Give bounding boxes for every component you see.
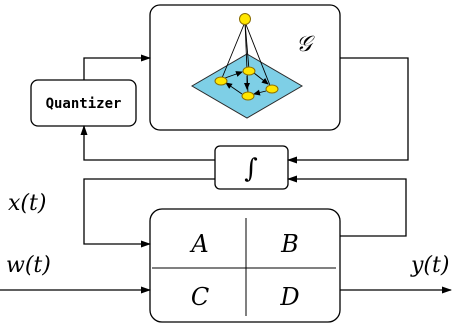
signal-y-label: y(t) [410, 253, 449, 278]
arrow-plant-to-integrator [287, 175, 407, 237]
graph-label: 𝒢 [296, 32, 315, 57]
quantizer-block: Quantizer [30, 79, 137, 127]
signal-w-label: w(t) [6, 253, 51, 278]
signal-x-label: x(t) [8, 191, 46, 216]
matrix-b: B [280, 230, 299, 258]
node-left [214, 76, 228, 86]
node-center-top [242, 66, 256, 76]
quantizer-label: Quantizer [46, 96, 122, 112]
connections [0, 54, 452, 294]
arrow-graph-to-integrator [287, 57, 409, 164]
arrow-quantizer-to-graph [83, 54, 151, 80]
node-right [265, 84, 279, 94]
plant-box [149, 208, 341, 323]
graph-block: 𝒢 [149, 4, 341, 131]
matrix-c: C [191, 283, 209, 311]
arrow-integrator-to-quantizer [80, 125, 215, 161]
plant-block: A B C D [149, 208, 341, 323]
matrix-d: D [279, 283, 299, 311]
integrator-symbol: ∫ [244, 154, 258, 184]
arrow-state-feedback [83, 178, 215, 248]
integrator-block: ∫ [214, 145, 289, 190]
integrator-box [214, 145, 289, 190]
node-bottom [241, 91, 255, 101]
matrix-a: A [189, 230, 208, 258]
node-top [239, 13, 251, 25]
network-icon [191, 13, 303, 119]
